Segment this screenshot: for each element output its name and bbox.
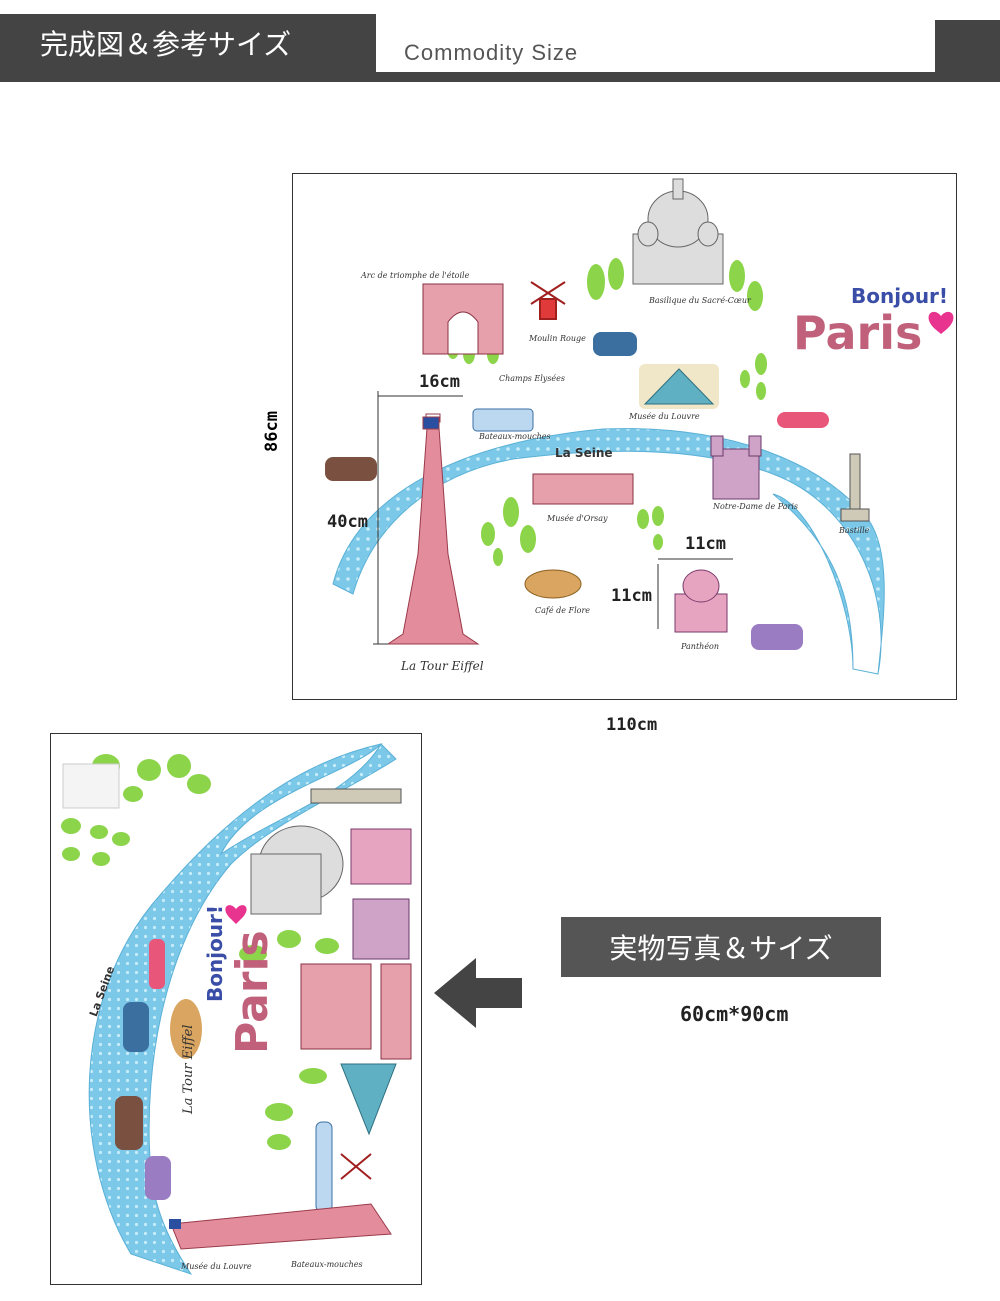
sheet-louvre [340,1063,397,1136]
seine-river [332,428,885,675]
photo-size: 60cm*90cm [680,1002,789,1026]
pantheon [674,569,728,633]
label-seine: La Seine [555,446,613,460]
sheet-bastille [310,788,402,804]
louvre-pyramid [639,364,719,409]
label-moulin: Moulin Rouge [529,334,586,343]
product-sheet-art [61,743,412,1275]
header-subtitle: Commodity Size [404,40,579,65]
arc-de-triomphe [422,283,504,355]
paris-text: Paris [793,306,923,360]
heart-icon [928,311,954,334]
sheet-pantheon [350,828,412,885]
sheet-label-louvre: Musée du Louvre [181,1262,252,1271]
sheet-pink-car [149,939,165,989]
sheet-flag-icon [169,1219,181,1229]
dim-pantheon-height: 11cm [611,586,652,606]
dim-height: 86cm [262,411,282,452]
dim-arc: 16cm [419,372,460,392]
photo-banner: 実物写真＆サイズ [561,917,881,977]
eiffel-tower [386,413,480,645]
label-cafe: Café de Flore [535,606,591,615]
dim-width: 110cm [606,715,658,735]
label-arc: Arc de triomphe de l'étoile [361,271,470,280]
label-bastille: Bastille [839,526,870,535]
cafe-croissant [524,569,582,599]
sheet-bonjour-text: Bonjour! [203,904,227,1002]
label-notre-dame: Notre-Dame de Paris [713,502,799,511]
label-eiffel: La Tour Eiffel [401,659,484,673]
sheet-brown-car [115,1096,143,1150]
moulin-rouge [530,281,566,320]
finished-diagram-art [325,178,954,675]
product-photo-frame: Paris Bonjour! La Seine La Tour Eiffel M… [50,733,422,1285]
dimension-lines [373,391,733,645]
seine-river-sheet [88,743,397,1275]
label-pantheon: Panthéon [681,642,720,651]
finished-diagram-frame: Arc de triomphe de l'étoile Moulin Rouge… [292,173,957,700]
thumbnail-preview [62,763,120,809]
bonjour-text: Bonjour! [851,284,949,308]
sheet-moulin-rouge [340,1153,372,1180]
label-bateaux: Bateaux-mouches [479,432,551,441]
sheet-label-eiffel: La Tour Eiffel [181,1024,196,1114]
sheet-bateaux [315,1121,333,1213]
sacre-coeur-building [632,178,724,285]
pink-car [777,412,829,428]
header-title: 完成図＆参考サイズ [0,14,376,72]
sheet-croissant [170,999,202,1059]
left-arrow-icon [434,958,522,1028]
sheet-arc [300,963,372,1050]
label-orsay: Musée d'Orsay [547,514,608,523]
sheet-blue-car [123,1002,149,1052]
label-sacre-coeur: Basilique du Sacré-Cœur [649,296,751,305]
header-rule [0,72,1000,82]
header-decor-block [935,20,1000,72]
dim-tower: 40cm [327,512,368,532]
bastille-column [840,453,870,522]
orsay-building [532,473,634,505]
sheet-paris-text: Paris [227,930,278,1054]
dim-pantheon-width: 11cm [685,534,726,554]
sheet-heart-icon [225,905,247,924]
sheet-sacre-coeur [250,825,344,915]
bateaux-boat [472,408,534,432]
sheet-orsay [380,963,412,1060]
brown-car [325,457,377,481]
label-champs: Champs Elysées [499,374,565,383]
blue-car [593,332,637,356]
sheet-notre-dame [352,898,410,960]
sheet-label-bateaux: Bateaux-mouches [291,1260,363,1269]
sheet-purple-car [145,1156,171,1200]
notre-dame [710,435,762,500]
purple-car [751,624,803,650]
label-louvre: Musée du Louvre [629,412,700,421]
sheet-eiffel [170,1203,392,1250]
